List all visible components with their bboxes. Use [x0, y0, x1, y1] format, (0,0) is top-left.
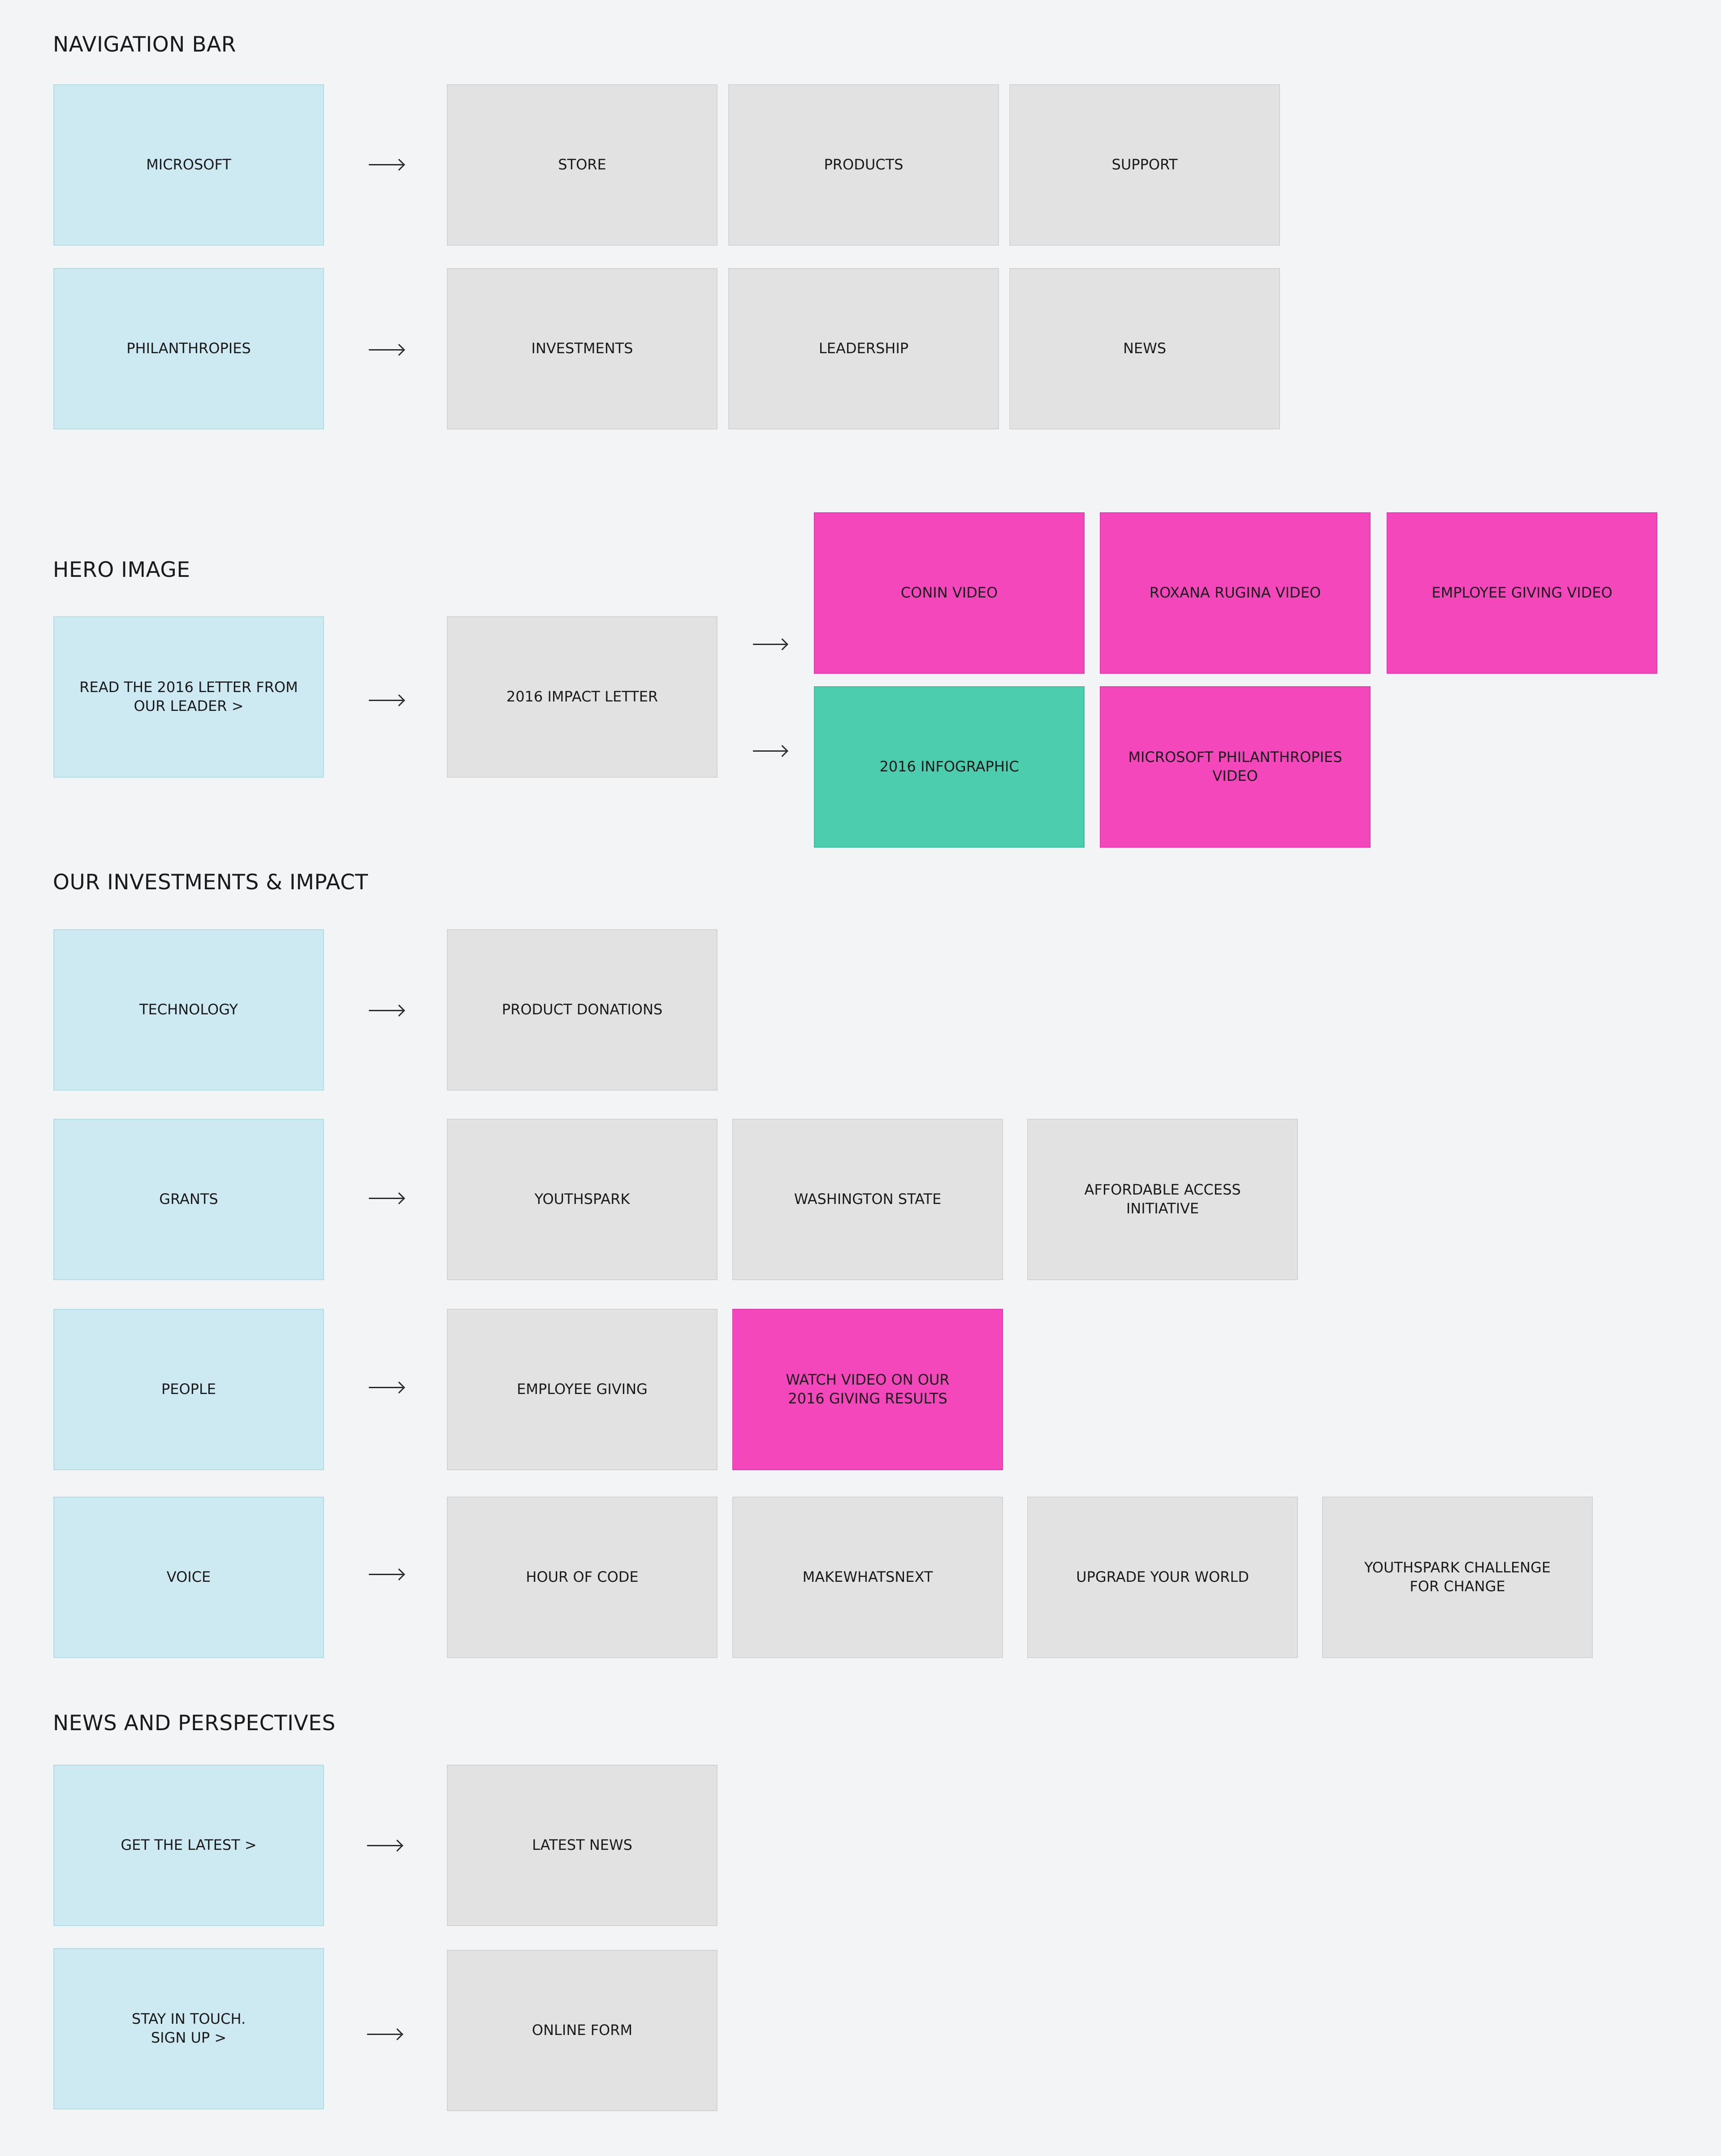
video-box-microsoft-philanthropies: MICROSOFT PHILANTHROPIES VIDEO [1100, 686, 1371, 848]
video-box-roxana-rugina: ROXANA RUGINA VIDEO [1100, 512, 1371, 674]
page-box-youthspark-challenge: YOUTHSPARK CHALLENGE FOR CHANGE [1322, 1497, 1593, 1658]
arrow [369, 349, 403, 351]
page-box-employee-giving: EMPLOYEE GIVING [447, 1309, 718, 1470]
page-box-store: STORE [447, 84, 718, 246]
page-box-impact-letter: 2016 IMPACT LETTER [447, 616, 718, 778]
section-title-navigation: NAVIGATION BAR [53, 32, 236, 57]
video-box-employee-giving: EMPLOYEE GIVING VIDEO [1387, 512, 1657, 674]
page-box-makewhatsnext: MAKEWHATSNEXT [732, 1497, 1003, 1658]
page-box-news: NEWS [1009, 268, 1280, 429]
page-box-online-form: ONLINE FORM [447, 1950, 718, 2111]
entry-box-stay-in-touch: STAY IN TOUCH. SIGN UP > [53, 1948, 324, 2109]
arrow [753, 644, 786, 645]
entry-box-people: PEOPLE [53, 1309, 324, 1470]
arrow [369, 1198, 403, 1199]
arrow [369, 1574, 403, 1575]
section-title-investments: OUR INVESTMENTS & IMPACT [53, 870, 368, 895]
page-box-support: SUPPORT [1009, 84, 1280, 246]
page-box-affordable-access: AFFORDABLE ACCESS INITIATIVE [1027, 1119, 1298, 1280]
entry-box-philanthropies: PHILANTHROPIES [53, 268, 324, 429]
entry-box-get-the-latest: GET THE LATEST > [53, 1765, 324, 1926]
page-box-hour-of-code: HOUR OF CODE [447, 1497, 718, 1658]
video-box-giving-results: WATCH VIDEO ON OUR 2016 GIVING RESULTS [732, 1309, 1003, 1470]
section-title-hero: HERO IMAGE [53, 558, 190, 582]
arrow [753, 750, 786, 752]
section-title-news: NEWS AND PERSPECTIVES [53, 1711, 336, 1736]
page-box-latest-news: LATEST NEWS [447, 1765, 718, 1926]
entry-box-voice: VOICE [53, 1497, 324, 1658]
page-box-upgrade-your-world: UPGRADE YOUR WORLD [1027, 1497, 1298, 1658]
page-box-investments: INVESTMENTS [447, 268, 718, 429]
arrow [367, 1845, 401, 1846]
infographic-box-2016: 2016 INFOGRAPHIC [814, 686, 1085, 848]
entry-box-grants: GRANTS [53, 1119, 324, 1280]
entry-box-read-letter: READ THE 2016 LETTER FROM OUR LEADER > [53, 616, 324, 778]
arrow [369, 1010, 403, 1011]
page-box-product-donations: PRODUCT DONATIONS [447, 929, 718, 1091]
video-box-conin: CONIN VIDEO [814, 512, 1085, 674]
page-box-youthspark: YOUTHSPARK [447, 1119, 718, 1280]
page-box-washington-state: WASHINGTON STATE [732, 1119, 1003, 1280]
page-box-leadership: LEADERSHIP [728, 268, 999, 429]
arrow [367, 2034, 401, 2035]
arrow [369, 1387, 403, 1388]
entry-box-microsoft: MICROSOFT [53, 84, 324, 246]
entry-box-technology: TECHNOLOGY [53, 929, 324, 1091]
arrow [369, 164, 403, 165]
page-box-products: PRODUCTS [728, 84, 999, 246]
arrow [369, 700, 403, 701]
